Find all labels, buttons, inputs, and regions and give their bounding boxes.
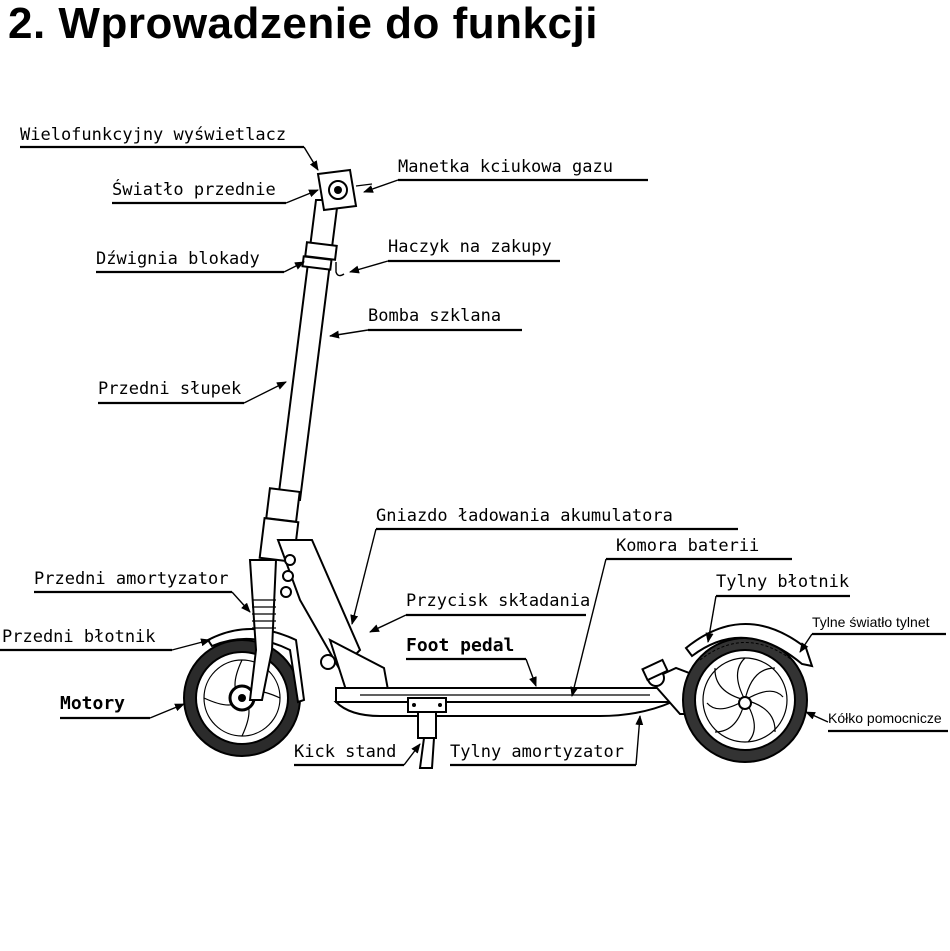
- label-rear-shock: Tylny amortyzator: [450, 715, 644, 767]
- label-throttle: Manetka kciukowa gazu: [363, 157, 648, 193]
- label-rear-shock-text: Tylny amortyzator: [450, 742, 624, 762]
- rear-fender-part: [684, 623, 814, 668]
- label-stem-text: Przedni słupek: [98, 379, 241, 399]
- front-wheel: [183, 639, 301, 757]
- label-charging-port: Gniazdo ładowania akumulatora: [350, 506, 738, 625]
- label-battery-text: Komora baterii: [616, 536, 759, 556]
- label-throttle-text: Manetka kciukowa gazu: [398, 157, 613, 177]
- label-stem: Przedni słupek: [98, 379, 287, 405]
- label-charging-port-text: Gniazdo ładowania akumulatora: [376, 506, 673, 526]
- front-fender: [206, 628, 306, 704]
- label-rear-fender: Tylny błotnik: [705, 572, 850, 643]
- page-title: 2. Wprowadzenie do funkcji: [8, 0, 598, 48]
- label-foot-pedal-text: Foot pedal: [406, 635, 514, 656]
- label-front-fender-text: Przedni błotnik: [2, 627, 156, 647]
- label-motor-text: Motory: [60, 693, 125, 714]
- label-motor: Motory: [60, 693, 185, 720]
- label-hook-text: Haczyk na zakupy: [388, 237, 552, 257]
- label-lock-lever-text: Dźwignia blokady: [96, 249, 260, 269]
- label-fold-button-text: Przycisk składania: [406, 591, 590, 611]
- label-battery: Komora baterii: [570, 536, 792, 697]
- label-bomba: Bomba szklana: [329, 306, 522, 339]
- label-hook: Haczyk na zakupy: [349, 237, 560, 274]
- label-kick-stand: Kick stand: [294, 742, 421, 767]
- label-front-light-text: Światło przednie: [112, 178, 276, 200]
- label-rear-light: Tylne światło tylnet: [799, 614, 946, 653]
- label-bomba-text: Bomba szklana: [368, 306, 501, 326]
- label-front-light: Światło przednie: [112, 178, 319, 205]
- label-aux-wheel: Kółko pomocnicze: [805, 710, 948, 733]
- scooter-illustration: [183, 168, 814, 769]
- kick-stand-part: [407, 697, 447, 769]
- label-rear-light-text: Tylne światło tylnet: [812, 614, 930, 630]
- label-lock-lever: Dźwignia blokady: [96, 249, 305, 274]
- label-rear-fender-text: Tylny błotnik: [716, 572, 849, 592]
- label-foot-pedal: Foot pedal: [406, 635, 537, 687]
- label-display: Wielofunkcyjny wyświetlacz: [20, 125, 319, 171]
- label-kick-stand-text: Kick stand: [294, 742, 396, 762]
- rear-wheel: [682, 637, 808, 763]
- label-front-shock: Przedni amortyzator: [34, 569, 251, 613]
- label-display-text: Wielofunkcyjny wyświetlacz: [20, 125, 286, 145]
- label-aux-wheel-text: Kółko pomocnicze: [828, 710, 942, 726]
- label-front-fender: Przedni błotnik: [0, 627, 211, 652]
- label-fold-button: Przycisk składania: [369, 591, 590, 633]
- label-front-shock-text: Przedni amortyzator: [34, 569, 228, 589]
